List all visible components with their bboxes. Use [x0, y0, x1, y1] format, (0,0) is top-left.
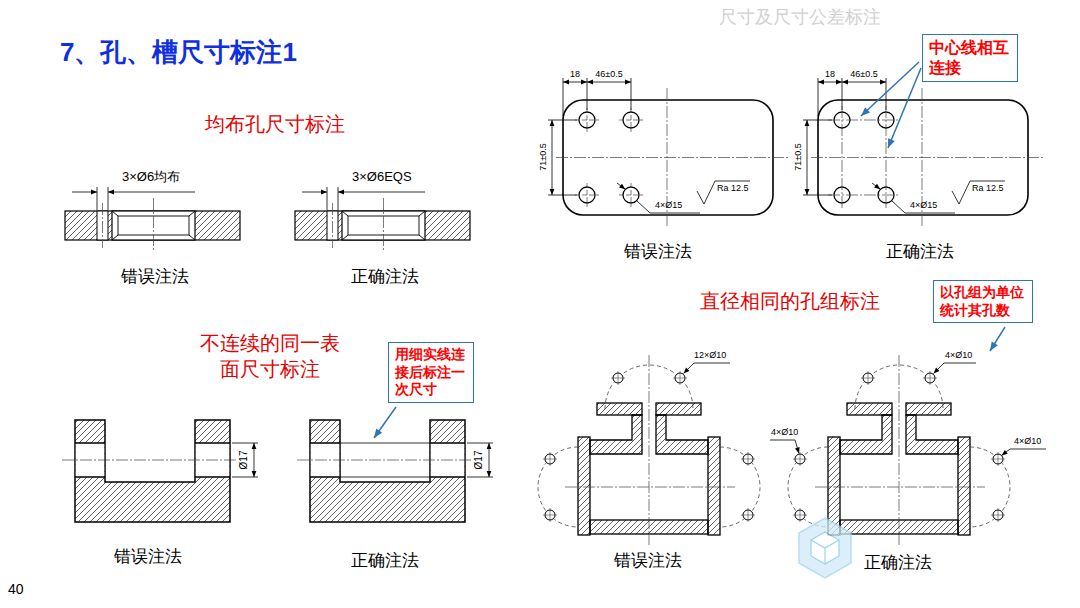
callout-text: 以孔组为单位统计其孔数: [940, 284, 1026, 319]
example-caption: 正确注法: [351, 268, 419, 287]
dimension-text: 71±0.5: [539, 143, 548, 170]
tee-section-right: [770, 363, 1046, 456]
plate-wrong: [548, 78, 790, 228]
callout-box: 以孔组为单位统计其孔数: [933, 280, 1033, 323]
callout-pointer: [374, 62, 1005, 438]
example-caption: 正确注法: [886, 243, 954, 262]
section-heading: 直径相同的孔组标注: [700, 290, 880, 312]
flange-section-right: [295, 187, 470, 250]
example-caption: 正确注法: [351, 552, 419, 571]
hole-callout: 3×Ø6EQS: [352, 170, 412, 184]
hole-callout: 4×Ø10: [945, 351, 972, 360]
roughness-value: Ra 12.5: [972, 184, 1004, 193]
example-caption: 正确注法: [864, 554, 932, 573]
callout-pointer: [374, 407, 396, 438]
tee-section-right: [944, 363, 976, 364]
tee-section-right: [934, 363, 945, 374]
plate-right: [803, 78, 1045, 228]
tee-section-wrong: [684, 363, 695, 374]
dimension-text: 18: [570, 70, 580, 79]
roughness-value: Ra 12.5: [717, 184, 749, 193]
hole-callout: 4×Ø10: [1014, 437, 1041, 446]
tee-section-wrong: [684, 363, 731, 374]
watermark-logo: [811, 540, 839, 564]
callout-box: 用细实线连接后标注一次尺寸: [388, 342, 474, 403]
flange-section-wrong: [65, 187, 240, 250]
tee-section-wrong: [694, 363, 730, 364]
plate-right: [803, 78, 1045, 228]
hole-callout: 4×Ø15: [910, 201, 937, 210]
hole-callout: 12×Ø10: [694, 351, 726, 360]
callout-text: 用细实线连接后标注一次尺寸: [395, 346, 467, 399]
watermark-text: 尺寸及尺寸公差标注: [719, 8, 881, 28]
u-section-right: [297, 420, 493, 522]
plate-wrong: [575, 108, 643, 207]
u-section-right: [340, 443, 430, 477]
tee-section-right: [770, 440, 799, 454]
tee-section-wrong: [538, 355, 760, 545]
plate-right: [828, 106, 900, 209]
callout-pointer: [990, 327, 1005, 351]
hole-callout: 3×Ø6均布: [122, 170, 180, 184]
u-section-right: [297, 420, 493, 522]
example-caption: 错误注法: [624, 243, 692, 262]
tee-section-right: [788, 355, 1010, 545]
callout-pointer: [888, 68, 921, 148]
hole-callout: 4×Ø15: [655, 201, 682, 210]
watermark-logo: [799, 518, 851, 578]
watermark-logo: [811, 532, 839, 564]
section-heading: 均布孔尺寸标注: [205, 113, 345, 135]
page-number: 40: [8, 582, 24, 597]
plate-wrong: [548, 78, 790, 228]
hole-callout: 4×Ø10: [771, 428, 798, 437]
u-section-wrong: [62, 420, 258, 522]
callout-text: 中心线相互连接: [929, 38, 1011, 78]
dimension-text: Ø17: [474, 451, 484, 470]
section-heading: 不连续的同一表面尺寸标注: [197, 330, 343, 382]
dimension-text: 46±0.5: [595, 70, 622, 79]
u-section-wrong: [62, 420, 258, 522]
dimension-text: Ø17: [239, 451, 249, 470]
flange-section-right: [295, 187, 470, 250]
example-caption: 错误注法: [121, 268, 189, 287]
example-caption: 错误注法: [614, 552, 682, 571]
dimension-text: 71±0.5: [794, 143, 803, 170]
callout-box: 中心线相互连接: [922, 34, 1018, 82]
slide-title: 7、孔、槽尺寸标注1: [60, 38, 297, 67]
example-caption: 错误注法: [114, 548, 182, 567]
flange-section-wrong: [65, 187, 240, 250]
tee-section-right: [1002, 449, 1047, 456]
watermark-logo: [799, 518, 851, 578]
tee-section-wrong: [538, 355, 760, 545]
tee-section-right: [770, 355, 1046, 545]
dimension-text: 46±0.5: [850, 70, 877, 79]
dimension-text: 18: [825, 70, 835, 79]
